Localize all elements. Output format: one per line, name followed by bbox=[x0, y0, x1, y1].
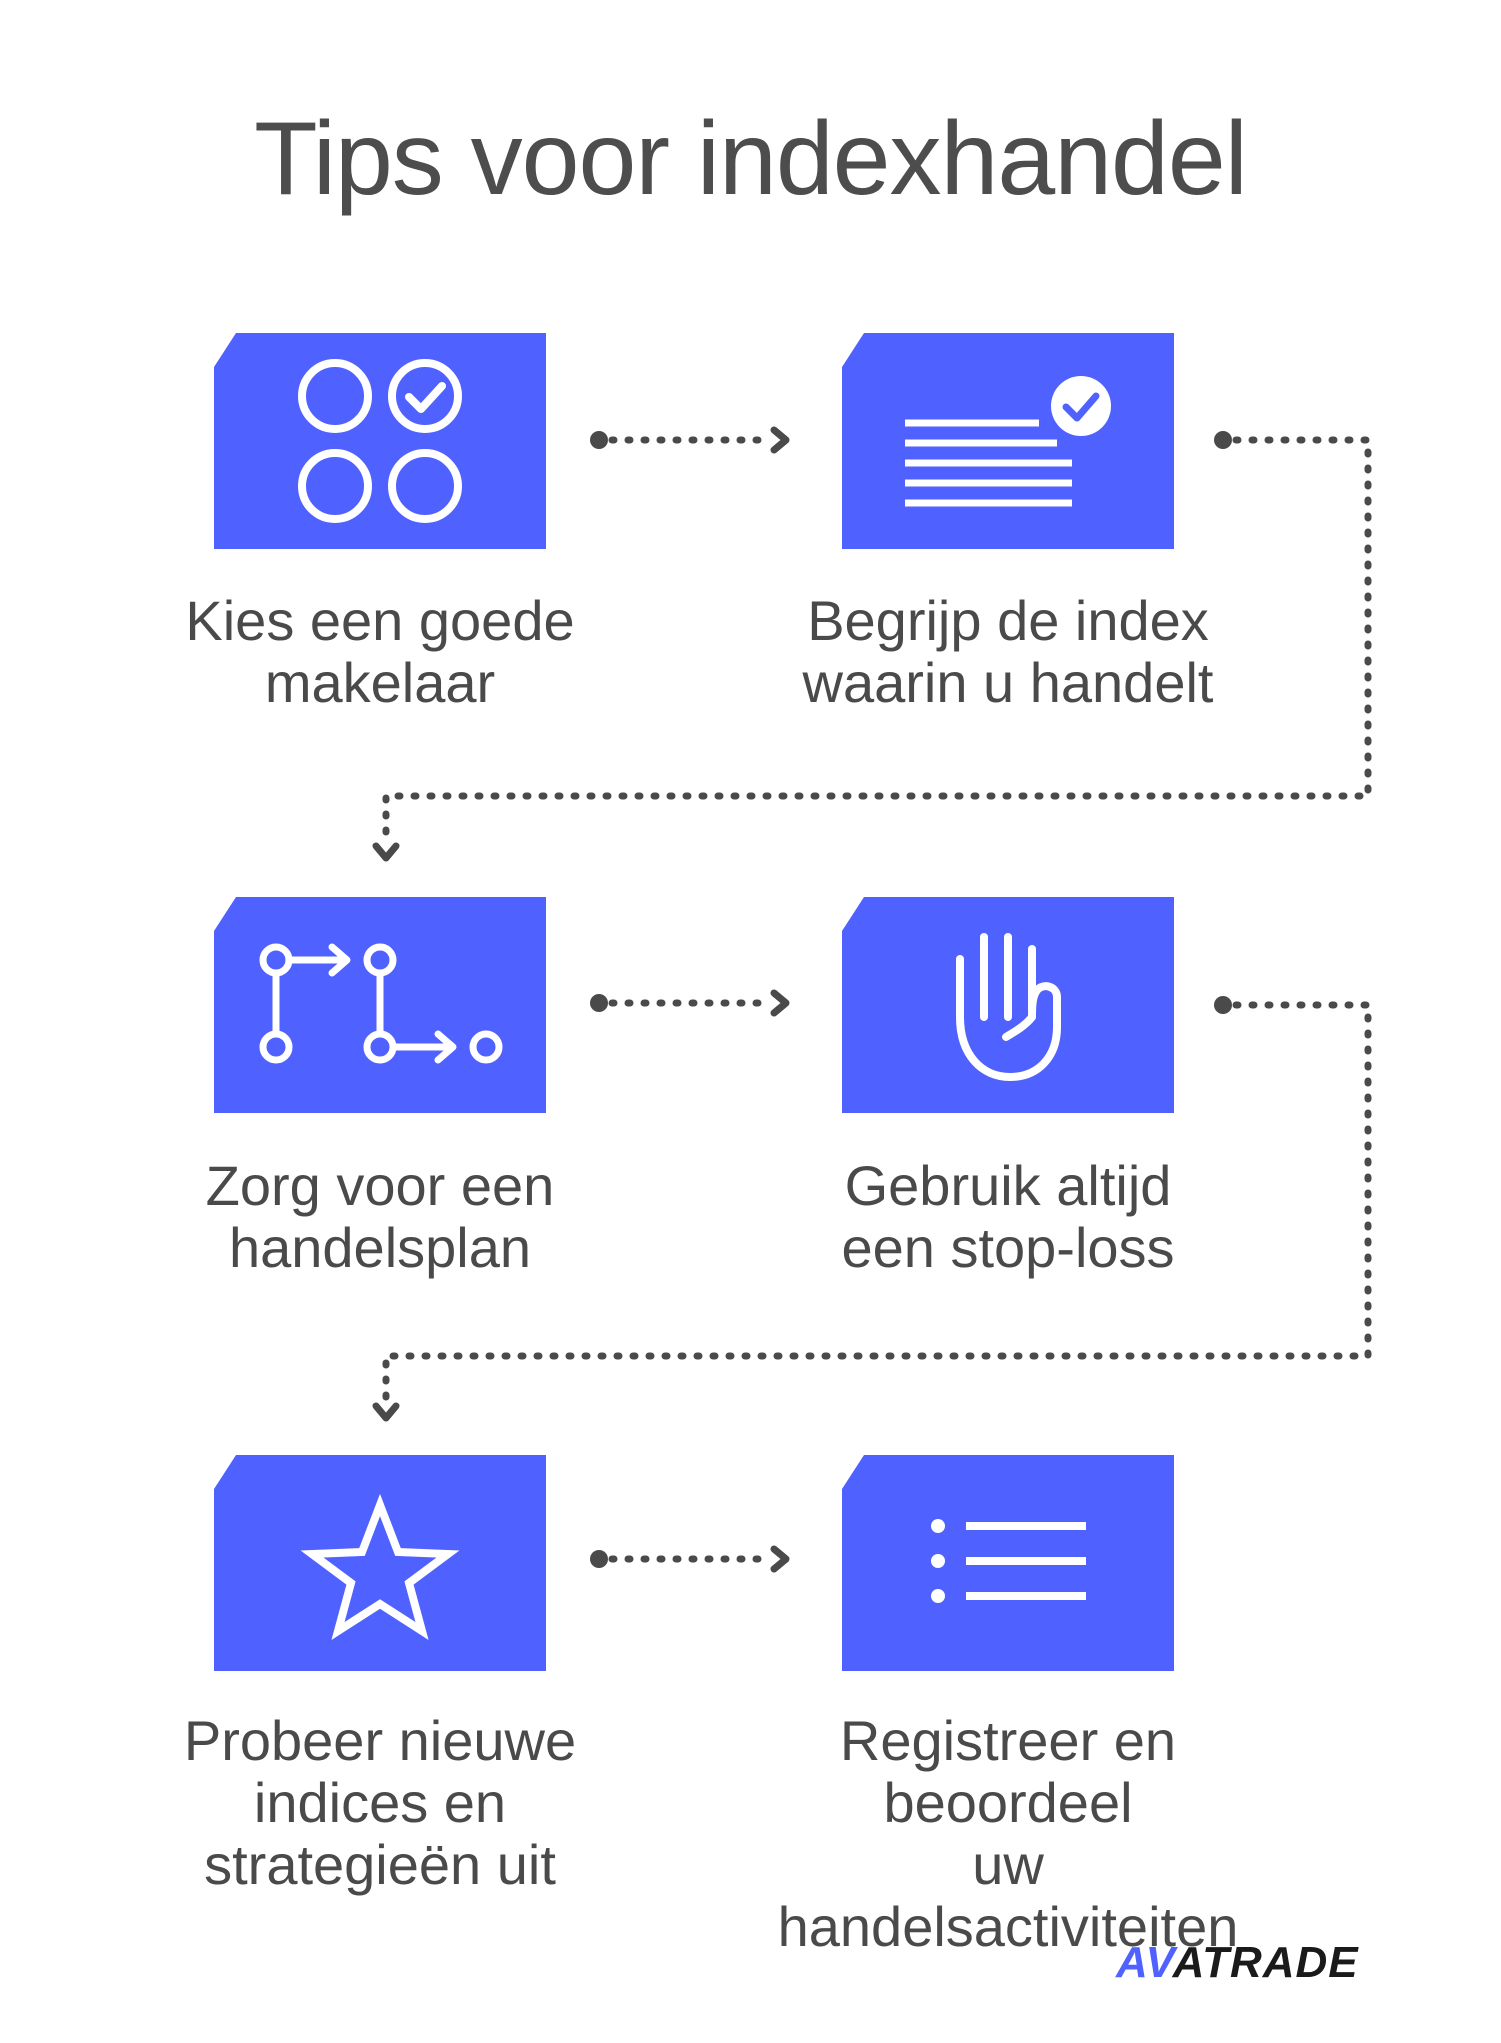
connector-2-3 bbox=[382, 436, 1372, 844]
circles-check-icon bbox=[298, 359, 462, 523]
flow-path-icon bbox=[259, 943, 503, 1064]
arrow-right-icon bbox=[770, 1545, 790, 1573]
avatrade-logo: AVATRADE bbox=[1116, 1938, 1359, 1987]
connector-4-5 bbox=[382, 1001, 1372, 1404]
step-card-1 bbox=[214, 333, 546, 549]
arrow-down-icon bbox=[372, 842, 400, 862]
star-icon bbox=[300, 1493, 460, 1640]
arrow-down-icon bbox=[372, 1402, 400, 1422]
page-title: Tips voor indexhandel bbox=[254, 101, 1248, 217]
stop-hand-icon bbox=[956, 933, 1061, 1081]
step-card-3 bbox=[214, 897, 546, 1113]
connector-start-dot bbox=[1214, 996, 1232, 1014]
step-card-4 bbox=[842, 897, 1174, 1113]
connector-start-dot bbox=[1214, 431, 1232, 449]
step-card-6 bbox=[842, 1455, 1174, 1671]
document-check-icon bbox=[905, 369, 1118, 507]
connector-start-dot bbox=[590, 431, 608, 449]
list-icon bbox=[931, 1519, 1086, 1603]
step-card-2 bbox=[842, 333, 1174, 549]
arrow-right-icon bbox=[770, 426, 790, 454]
connector-start-dot bbox=[590, 1550, 608, 1568]
arrow-right-icon bbox=[770, 989, 790, 1017]
step-card-5 bbox=[214, 1455, 546, 1671]
connector-start-dot bbox=[590, 994, 608, 1012]
